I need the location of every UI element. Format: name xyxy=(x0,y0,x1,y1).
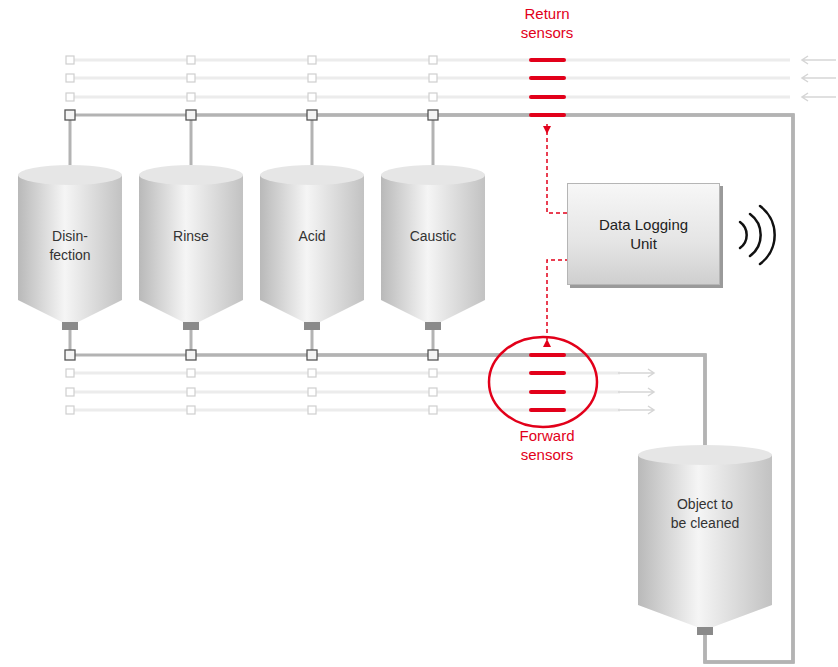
return-sensors xyxy=(529,58,566,117)
faint-valve xyxy=(308,74,316,82)
text-group: Object to be cleaned xyxy=(638,445,772,533)
signal-arrowheads xyxy=(543,126,551,347)
tank: Disin- fection xyxy=(18,165,122,330)
faint-valve xyxy=(187,56,195,64)
valve xyxy=(307,110,317,120)
faint-valve xyxy=(66,388,74,396)
valve xyxy=(65,110,75,120)
pipe xyxy=(70,330,705,445)
faint-valve xyxy=(308,406,316,414)
faint-valve xyxy=(66,56,74,64)
faint-valve xyxy=(429,56,437,64)
faint-valve xyxy=(308,56,316,64)
tank: Caustic xyxy=(381,165,485,330)
valve xyxy=(65,350,75,360)
text-group: Disin- fection xyxy=(18,165,122,265)
pipe xyxy=(312,115,793,662)
tank-label: Rinse xyxy=(156,227,226,246)
text-group: Acid xyxy=(260,165,364,246)
text-group: Caustic xyxy=(381,165,485,246)
faint-valve xyxy=(308,388,316,396)
faint-valve xyxy=(187,388,195,396)
faint-valve xyxy=(429,388,437,396)
tank-label: Acid xyxy=(277,227,347,246)
tank-shape xyxy=(381,165,485,330)
pipe xyxy=(312,330,705,445)
faint-valve xyxy=(66,406,74,414)
tank: Object to be cleaned xyxy=(638,445,772,635)
tank: Acid xyxy=(260,165,364,330)
faint-valve xyxy=(308,369,316,377)
faint-valve xyxy=(66,74,74,82)
signal-lines xyxy=(547,124,567,347)
valve xyxy=(186,110,196,120)
pipe xyxy=(191,330,705,445)
faint-valve xyxy=(187,406,195,414)
faint-valve xyxy=(66,369,74,377)
tank: Rinse xyxy=(139,165,243,330)
valve xyxy=(428,110,438,120)
text-group: Data Logging Unit xyxy=(584,215,704,253)
text-group: Rinse xyxy=(139,165,243,246)
sensor-label: Forward sensors xyxy=(507,426,587,464)
unit-label: Data Logging Unit xyxy=(584,215,704,253)
tank-label: Disin- fection xyxy=(41,227,99,265)
sensor-label: Return sensors xyxy=(507,4,587,42)
faint-valve xyxy=(187,74,195,82)
faint-valve xyxy=(429,93,437,101)
faint-valve xyxy=(429,406,437,414)
faint-valve xyxy=(187,369,195,377)
tank-shape xyxy=(139,165,243,330)
tank-label: Caustic xyxy=(393,227,473,246)
valve xyxy=(186,350,196,360)
faint-valve xyxy=(308,93,316,101)
faint-valve xyxy=(66,93,74,101)
faint-valve xyxy=(429,369,437,377)
forward-sensors xyxy=(529,353,566,412)
tank-label: Object to be cleaned xyxy=(670,495,740,533)
logging-unit-box: Data Logging Unit xyxy=(567,183,720,285)
pipe xyxy=(191,115,793,662)
pipe xyxy=(433,115,793,662)
faint-valve xyxy=(429,74,437,82)
valve xyxy=(428,350,438,360)
pipe xyxy=(70,115,793,662)
tank-shape xyxy=(260,165,364,330)
valve xyxy=(307,350,317,360)
tank-shape xyxy=(638,445,772,635)
wireless-symbol xyxy=(740,206,775,264)
faint-pipes xyxy=(70,60,790,410)
faint-valve xyxy=(187,93,195,101)
highlight-circle xyxy=(489,337,597,427)
